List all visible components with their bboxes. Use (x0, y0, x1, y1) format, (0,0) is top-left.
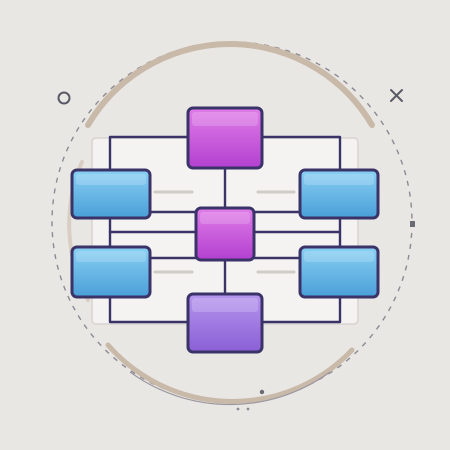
connector-top-right (260, 135, 342, 174)
connector-bottom-left (108, 293, 190, 324)
dot-mark-2 (246, 407, 250, 411)
bottom-node (186, 292, 264, 354)
ghost-lines (153, 190, 296, 274)
left-bottom-node (70, 245, 152, 299)
dot-mark-3 (236, 407, 240, 411)
circle-icon (57, 91, 71, 105)
square-dot-mark (410, 221, 415, 227)
accent-marks (57, 89, 415, 411)
top-arc (85, 41, 375, 128)
top-node (186, 106, 264, 170)
dot-mark-1 (259, 389, 265, 395)
node-highlights (76, 112, 374, 312)
connector-top-left (108, 135, 190, 174)
nodes (70, 106, 380, 354)
right-bottom-node (298, 245, 380, 299)
close-icon (390, 89, 403, 102)
bottom-thin-arc (129, 371, 331, 406)
left-top-node (70, 168, 152, 220)
connectors (108, 135, 342, 324)
connector-bottom-right (260, 293, 342, 324)
center-node (194, 206, 256, 262)
right-top-node (298, 168, 380, 220)
bottom-arc (105, 342, 355, 404)
